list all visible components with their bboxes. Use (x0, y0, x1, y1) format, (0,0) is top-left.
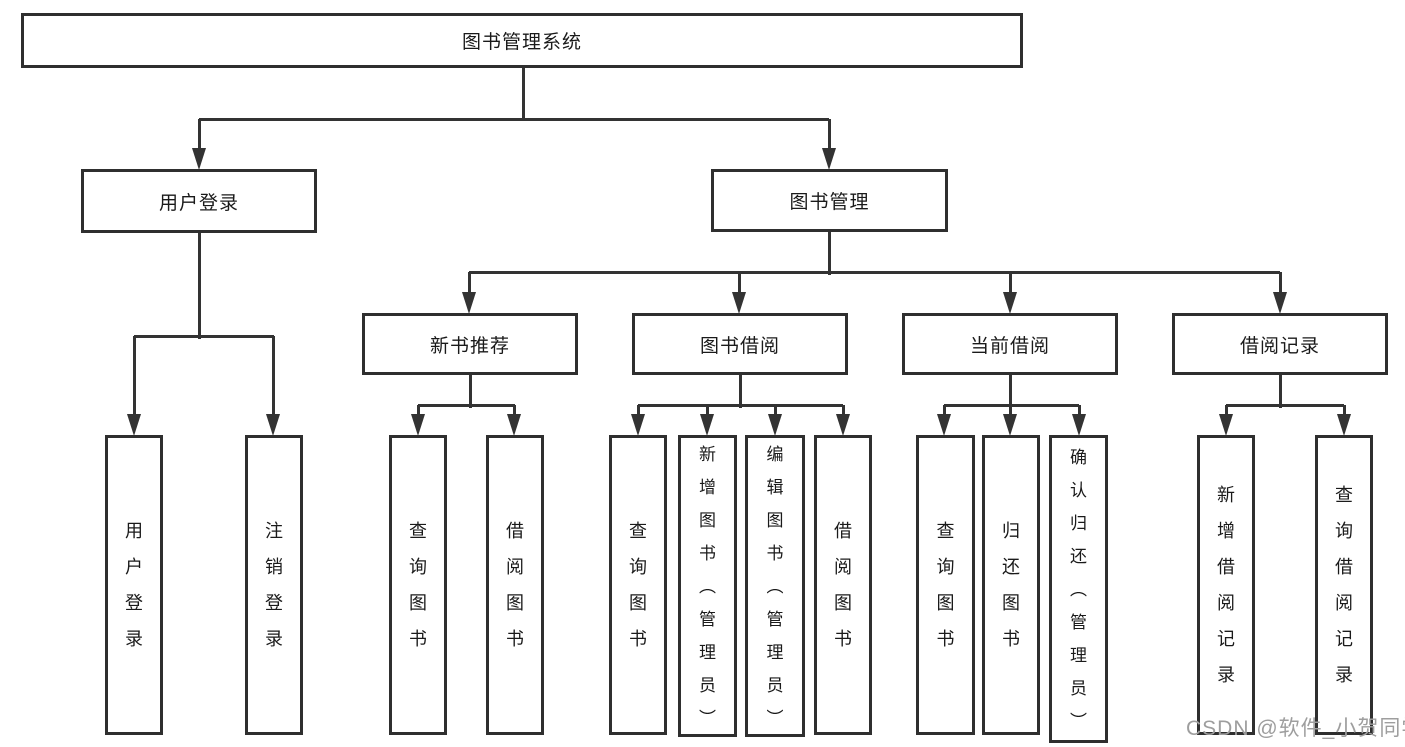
arrow-down-icon (700, 414, 714, 436)
arrow-down-icon (631, 414, 645, 436)
connector-line (1008, 375, 1012, 408)
node-borrowing-records: 借阅记录 (1172, 313, 1388, 375)
node-current-borrowing: 当前借阅 (902, 313, 1118, 375)
connector-line (705, 405, 709, 418)
connector-line (827, 232, 831, 275)
leaf-query-books-current: 查 询 图 书 (916, 435, 975, 735)
leaf-add-books-admin: 新 增 图 书 ︵ 管 理 员 ︶ (678, 435, 737, 737)
connector-line (469, 270, 1280, 274)
connector-line (197, 233, 201, 339)
arrow-down-icon (192, 148, 206, 170)
arrow-down-icon (266, 414, 280, 436)
leaf-borrow-books-borrowing: 借 阅 图 书 (814, 435, 872, 735)
connector-line (1077, 405, 1081, 418)
connector-line (944, 403, 1079, 407)
arrow-down-icon (822, 148, 836, 170)
connector-line (841, 405, 845, 418)
connector-line (942, 405, 946, 418)
leaf-user-login: 用 户 登 录 (105, 435, 163, 735)
arrow-down-icon (507, 414, 521, 436)
leaf-query-borrow-record: 查 询 借 阅 记 录 (1315, 435, 1373, 735)
arrow-down-icon (836, 414, 850, 436)
connector-line (827, 119, 831, 152)
node-user-login: 用户登录 (81, 169, 317, 233)
arrow-down-icon (1337, 414, 1351, 436)
leaf-logout: 注 销 登 录 (245, 435, 303, 735)
connector-line (1008, 272, 1012, 296)
leaf-confirm-return-admin: 确 认 归 还 ︵ 管 理 员 ︶ (1049, 435, 1108, 743)
arrow-down-icon (768, 414, 782, 436)
connector-line (416, 405, 420, 418)
connector-line (512, 405, 516, 418)
connector-line (638, 403, 843, 407)
arrow-down-icon (1072, 414, 1086, 436)
connector-line (1278, 272, 1282, 296)
connector-line (271, 336, 275, 418)
arrow-down-icon (1273, 292, 1287, 314)
leaf-add-borrow-record: 新 增 借 阅 记 录 (1197, 435, 1255, 735)
connector-line (1278, 375, 1282, 408)
leaf-edit-books-admin: 编 辑 图 书 ︵ 管 理 员 ︶ (745, 435, 805, 737)
arrow-down-icon (732, 292, 746, 314)
node-new-book-recommendation: 新书推荐 (362, 313, 578, 375)
node-book-management: 图书管理 (711, 169, 948, 232)
arrow-down-icon (1219, 414, 1233, 436)
arrow-down-icon (411, 414, 425, 436)
arrow-down-icon (462, 292, 476, 314)
node-book-borrowing: 图书借阅 (632, 313, 848, 375)
arrow-down-icon (127, 414, 141, 436)
arrow-down-icon (1003, 414, 1017, 436)
leaf-return-books: 归 还 图 书 (982, 435, 1040, 735)
arrow-down-icon (937, 414, 951, 436)
leaf-borrow-books-recommend: 借 阅 图 书 (486, 435, 544, 735)
connector-line (467, 272, 471, 296)
arrow-down-icon (1003, 292, 1017, 314)
connector-line (737, 272, 741, 296)
connector-line (636, 405, 640, 418)
connector-line (1224, 405, 1228, 418)
leaf-query-books-borrowing: 查 询 图 书 (609, 435, 667, 735)
watermark: CSDN @软件_小贺同学 (1186, 717, 1405, 740)
connector-line (1008, 405, 1012, 418)
connector-line (468, 375, 472, 408)
node-library-management-system: 图书管理系统 (21, 13, 1023, 68)
connector-line (199, 117, 829, 121)
connector-line (1342, 405, 1346, 418)
connector-line (132, 336, 136, 418)
leaf-query-books-recommend: 查 询 图 书 (389, 435, 447, 735)
connector-line (521, 68, 525, 121)
connector-line (418, 403, 515, 407)
connector-line (738, 375, 742, 408)
connector-line (197, 119, 201, 152)
connector-line (134, 334, 274, 338)
connector-line (773, 405, 777, 418)
connector-line (1226, 403, 1344, 407)
